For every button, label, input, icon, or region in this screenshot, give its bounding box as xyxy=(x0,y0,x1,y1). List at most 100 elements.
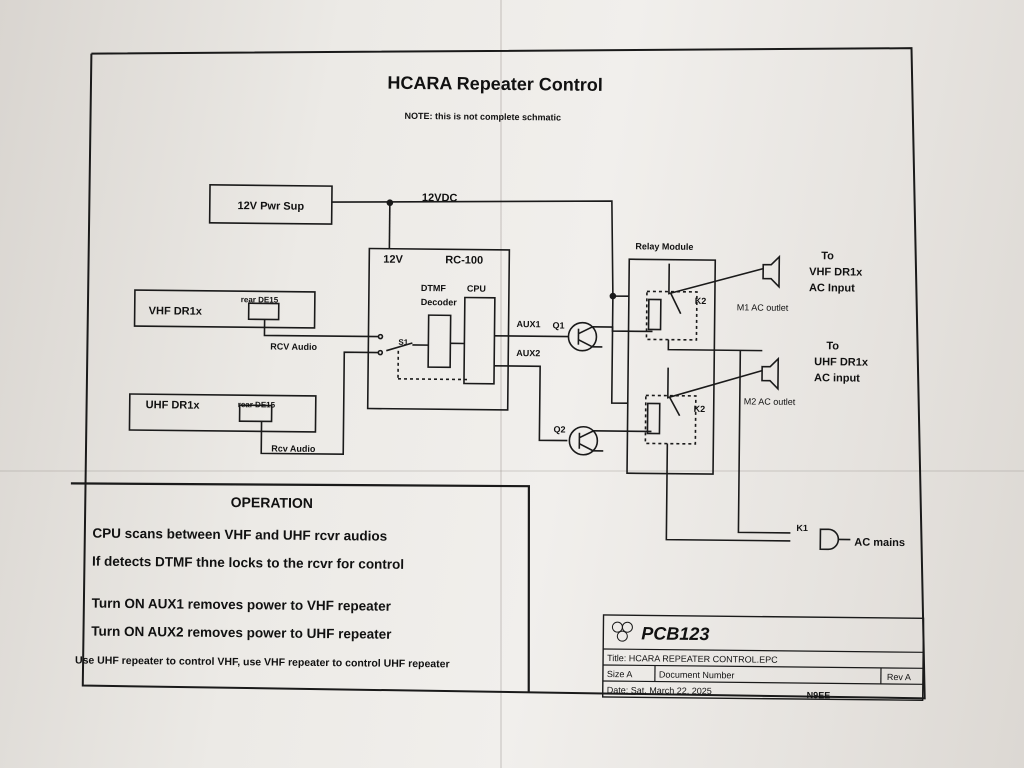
title-block-doc-number: Document Number xyxy=(659,670,735,681)
cpu-label: CPU xyxy=(467,284,486,294)
uhf-audio-wire xyxy=(260,351,379,456)
q1-transistor xyxy=(567,321,598,352)
relay-k2-bottom-contact xyxy=(667,367,763,399)
power-supply-box xyxy=(208,184,333,225)
aux1-wire xyxy=(494,335,569,338)
aux1-label: AUX1 xyxy=(517,319,541,329)
title-block-size: Size A xyxy=(607,669,633,679)
aux2-wire xyxy=(494,365,568,442)
paper-fold-horizontal xyxy=(0,470,1024,472)
title-block-row-2 xyxy=(603,664,924,669)
relay-k2-top-switch xyxy=(670,293,682,315)
title-block-author: N9EE xyxy=(807,690,831,700)
title-block-row-3 xyxy=(602,680,923,685)
relay-k2-bottom-output xyxy=(665,443,791,542)
operation-box xyxy=(70,482,530,693)
to-uhf-line-1: To xyxy=(826,340,839,352)
operation-line-2: If detects DTMF thne locks to the rcvr f… xyxy=(92,554,404,572)
q1-emitter xyxy=(578,338,593,348)
dtmf-label-1: DTMF xyxy=(421,283,447,293)
m1-outlet-label: M1 AC outlet xyxy=(737,302,789,313)
to-vhf-line-1: To xyxy=(821,250,834,262)
uhf-radio-box xyxy=(128,393,317,433)
title-block-title: Title: HCARA REPEATER CONTROL.EPC xyxy=(607,653,778,665)
q1-label: Q1 xyxy=(553,320,565,330)
title-block-rev: Rev A xyxy=(887,672,911,682)
uhf-radio-label: UHF DR1x xyxy=(146,399,201,412)
m1-outlet-symbol xyxy=(762,254,781,289)
schematic-title: HCARA Repeater Control xyxy=(387,73,603,95)
rc100-input-label: 12V xyxy=(383,254,403,266)
uhf-audio-label: Rcv Audio xyxy=(271,443,316,453)
aux2-label: AUX2 xyxy=(516,348,540,358)
operation-line-4: Turn ON AUX2 removes power to UHF repeat… xyxy=(91,624,392,642)
relay-module-box xyxy=(626,258,717,475)
operation-line-3: Turn ON AUX1 removes power to VHF repeat… xyxy=(92,596,392,614)
supply-junction-dot xyxy=(386,199,394,207)
relay-k2-bottom-frame xyxy=(644,394,697,445)
ac-mains-label: AC mains xyxy=(854,537,905,550)
pcb123-logo-icon-a xyxy=(611,621,623,633)
switch-contact xyxy=(386,342,413,352)
ac-mains-return xyxy=(737,350,791,534)
supply-to-k2-bottom-wire xyxy=(610,296,628,405)
schematic-note: NOTE: this is not complete schmatic xyxy=(404,111,561,123)
q1-collector xyxy=(578,326,593,335)
m2-outlet-symbol xyxy=(761,356,780,391)
vhf-audio-wire xyxy=(263,319,379,338)
cpu-box xyxy=(463,296,496,385)
outer-border xyxy=(81,47,926,700)
power-supply-label: 12V Pwr Sup xyxy=(237,200,304,213)
dtmf-decoder-box xyxy=(427,314,452,369)
relay-k2-bottom-switch xyxy=(669,397,681,417)
q2-collector xyxy=(579,430,594,439)
operation-heading: OPERATION xyxy=(231,494,313,511)
relay-k2-top-contact xyxy=(668,263,764,295)
relay-module-label: Relay Module xyxy=(635,241,693,252)
to-vhf-line-2: VHF DR1x xyxy=(809,266,863,279)
m2-outlet-label: M2 AC outlet xyxy=(744,396,796,407)
relay-k2-top-output xyxy=(667,339,763,352)
ac-mains-plug xyxy=(819,528,840,551)
to-uhf-line-3: AC input xyxy=(814,372,860,384)
pcb123-logo: PCB123 xyxy=(641,623,709,644)
vhf-radio-label: VHF DR1x xyxy=(149,305,203,318)
relay-k2-bottom-coil xyxy=(646,402,661,435)
q1-to-coil-wire xyxy=(592,326,653,333)
operation-line-5: Use UHF repeater to control VHF, use VHF… xyxy=(75,654,450,670)
rc100-box xyxy=(366,247,511,411)
dtmf-label-2: Decoder xyxy=(421,297,458,307)
switch-pole-top xyxy=(377,333,384,340)
vhf-radio-box xyxy=(133,289,316,329)
uhf-connector-box xyxy=(238,404,273,423)
pcb123-logo-icon-b xyxy=(621,621,633,633)
q2-transistor xyxy=(568,425,599,456)
relay-k2-top-frame xyxy=(645,290,698,341)
switch-pole-bottom xyxy=(377,349,384,356)
vhf-connector-label: rear DE15 xyxy=(241,295,279,304)
vhf-audio-label: RCV Audio xyxy=(270,341,317,351)
operation-line-1: CPU scans between VHF and UHF rcvr audio… xyxy=(92,526,387,544)
q2-label: Q2 xyxy=(553,424,565,434)
title-block xyxy=(601,614,925,702)
title-block-date: Date: Sat, March 22, 2025 xyxy=(607,685,712,696)
rc100-label: RC-100 xyxy=(445,254,483,266)
to-vhf-line-3: AC Input xyxy=(809,282,855,294)
title-block-row-1 xyxy=(603,648,924,653)
q2-to-coil-wire xyxy=(593,430,652,433)
paper-fold-vertical xyxy=(500,0,502,768)
uhf-connector-label: rear DE15 xyxy=(238,400,276,409)
vhf-connector-box xyxy=(247,302,280,321)
k1-label: K1 xyxy=(796,523,808,533)
relay-k2-top-coil xyxy=(647,298,662,331)
supply-rail-label: 12VDC xyxy=(422,192,458,204)
supply-rail-wire xyxy=(331,200,629,298)
k2-bottom-label: K2 xyxy=(694,404,706,414)
q2-emitter xyxy=(578,442,594,452)
k2-top-label: K2 xyxy=(695,296,707,306)
pcb123-logo-icon-c xyxy=(616,630,628,642)
switch-control-dashed-2 xyxy=(397,378,471,381)
switch-label: S1 xyxy=(398,338,408,347)
